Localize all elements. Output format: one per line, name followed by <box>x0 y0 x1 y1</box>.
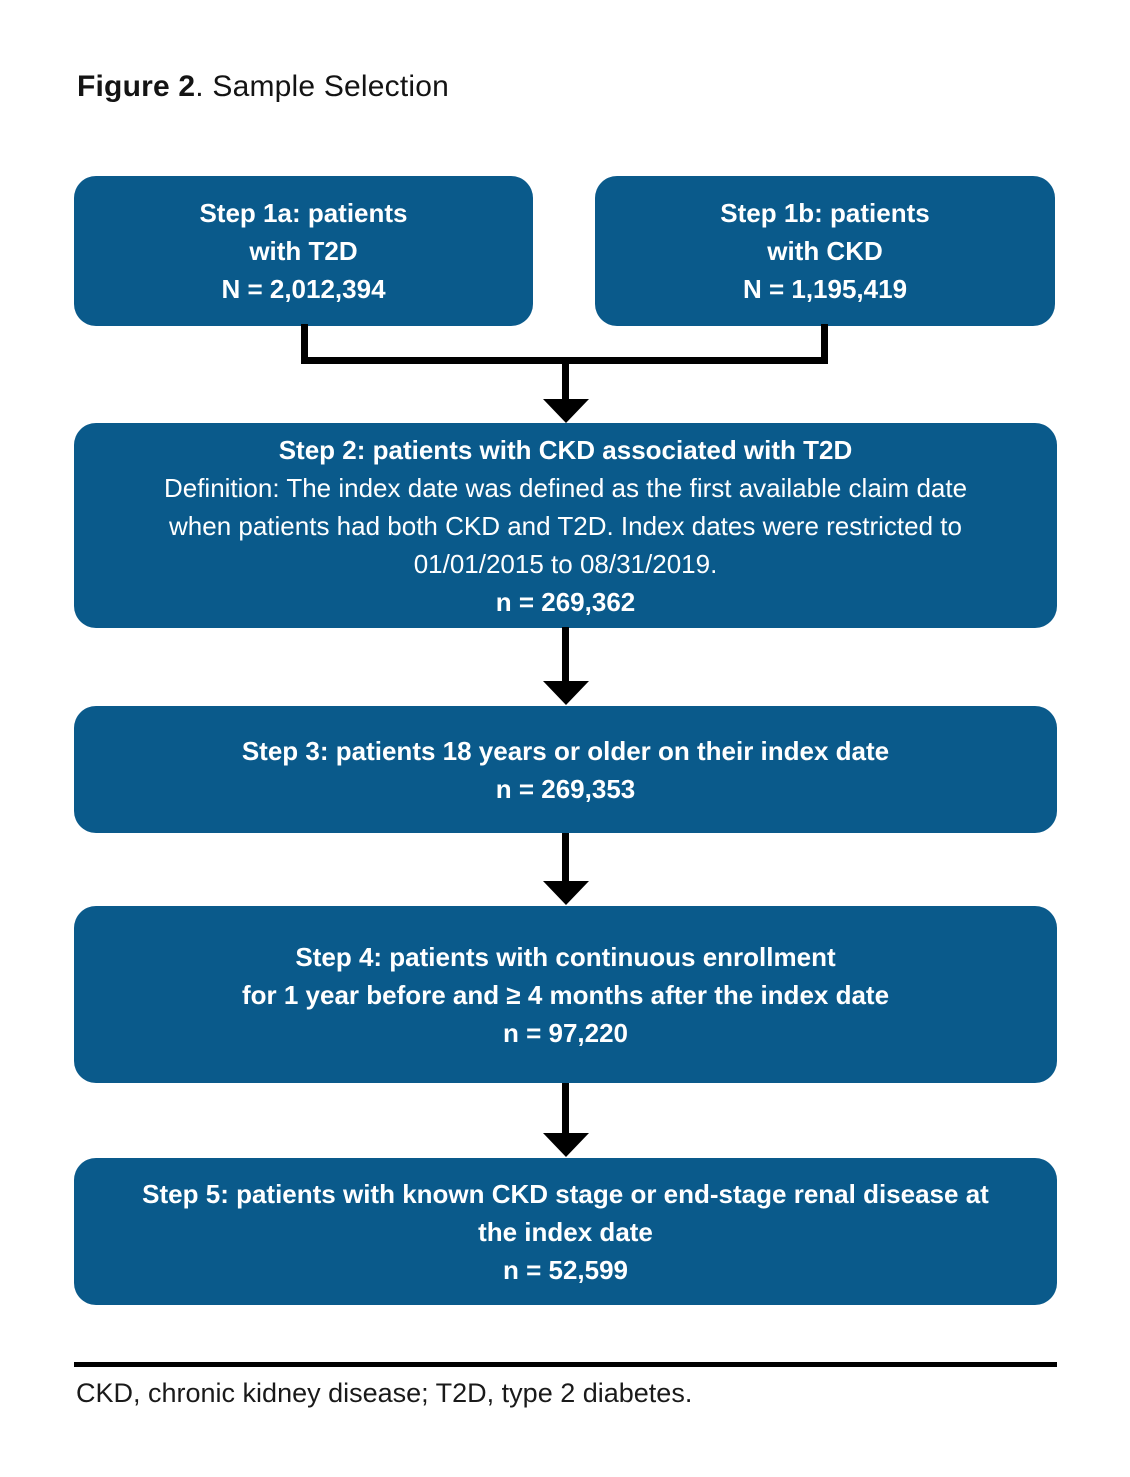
down-arrow-icon-2-3 <box>543 681 589 705</box>
connector-merge-bar <box>301 357 828 364</box>
step2-definition-line1: Definition: The index date was defined a… <box>163 472 968 503</box>
step1b-count: N = 1,195,419 <box>742 274 908 304</box>
flow-box-step3: Step 3: patients 18 years or older on th… <box>74 706 1057 833</box>
abbreviation-footnote: CKD, chronic kidney disease; T2D, type 2… <box>76 1378 693 1408</box>
connector-stem-4-5 <box>562 1083 569 1135</box>
step2-definition-line3: 01/01/2015 to 08/31/2019. <box>413 548 718 579</box>
step1b-line1: Step 1b: patients <box>720 198 930 228</box>
step2-definition-line2: when patients had both CKD and T2D. Inde… <box>169 510 962 541</box>
down-arrow-icon-3-4 <box>543 881 589 905</box>
step3-count: n = 269,353 <box>495 773 636 804</box>
connector-stub-step1b <box>821 324 828 364</box>
step5-heading-line2: the index date <box>478 1216 653 1247</box>
connector-stem-2-3 <box>562 627 569 683</box>
step4-heading-line2: for 1 year before and ≥ 4 months after t… <box>241 979 890 1010</box>
step3-heading: Step 3: patients 18 years or older on th… <box>241 735 890 766</box>
step1a-count: N = 2,012,394 <box>221 274 386 304</box>
down-arrow-icon-merge <box>543 399 589 423</box>
flow-box-step5: Step 5: patients with known CKD stage or… <box>74 1158 1057 1305</box>
step1a-line2: with T2D <box>249 236 358 266</box>
step1a-line1: Step 1a: patients <box>199 198 408 228</box>
flow-box-step2: Step 2: patients with CKD associated wit… <box>74 423 1057 628</box>
flow-box-step4: Step 4: patients with continuous enrollm… <box>74 906 1057 1083</box>
step2-count: n = 269,362 <box>495 586 636 617</box>
flow-box-step1b: Step 1b: patients with CKD N = 1,195,419 <box>595 176 1055 326</box>
connector-stem-3-4 <box>562 833 569 883</box>
figure-title-text: . Sample Selection <box>195 70 450 103</box>
step5-heading: Step 5: patients with known CKD stage or… <box>142 1178 989 1209</box>
flow-box-step1a: Step 1a: patients with T2D N = 2,012,394 <box>74 176 533 326</box>
footer-divider <box>74 1362 1057 1367</box>
connector-merge-stem <box>562 362 569 401</box>
step4-heading: Step 4: patients with continuous enrollm… <box>295 941 836 972</box>
down-arrow-icon-4-5 <box>543 1133 589 1157</box>
step4-count: n = 97,220 <box>502 1017 629 1048</box>
connector-stub-step1a <box>301 324 308 364</box>
step1b-line2: with CKD <box>767 236 883 266</box>
figure-title-number: Figure 2 <box>77 70 196 103</box>
step5-count: n = 52,599 <box>502 1254 629 1285</box>
step2-heading: Step 2: patients with CKD associated wit… <box>278 434 853 465</box>
figure-title: Figure 2. Sample Selection <box>77 70 449 104</box>
